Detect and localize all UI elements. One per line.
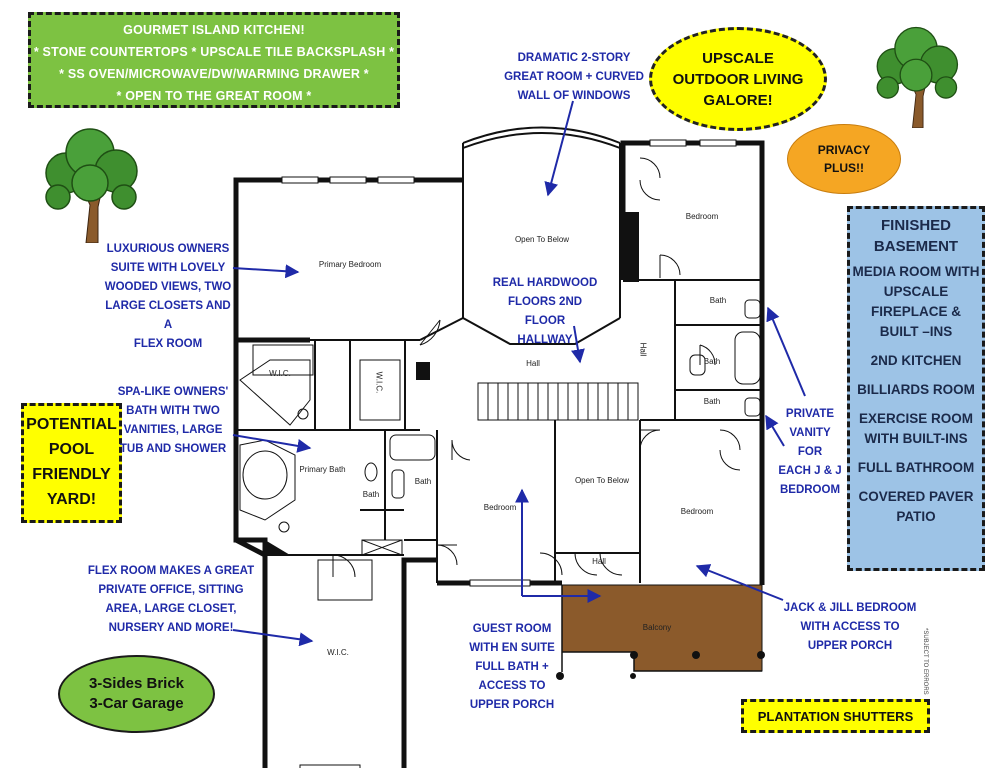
note-spa-bath: SPA-LIKE OWNERS' BATH WITH TWO VANITIES,… bbox=[110, 383, 236, 459]
plantation-shutters-box: PLANTATION SHUTTERS bbox=[741, 699, 930, 733]
note-line: BEDROOM bbox=[779, 484, 841, 496]
note-line: GREAT ROOM + CURVED bbox=[504, 71, 644, 83]
note-line: WOODED VIEWS, TWO bbox=[104, 281, 232, 293]
room-bedroom-ne: Bedroom bbox=[685, 212, 719, 221]
note-line: VANITY bbox=[789, 427, 831, 439]
note-guest-room: GUEST ROOM WITH EN SUITE FULL BATH + ACC… bbox=[462, 620, 562, 715]
room-hall-main: Hall bbox=[526, 359, 540, 368]
tree-left-icon bbox=[45, 128, 138, 243]
brick-line-1: 3-Sides Brick bbox=[88, 675, 185, 692]
basement-item-bathroom: FULL BATHROOM bbox=[857, 460, 975, 475]
note-line: DRAMATIC 2-STORY bbox=[517, 52, 631, 64]
note-private-vanity: PRIVATE VANITY FOR EACH J & J BEDROOM bbox=[770, 405, 850, 500]
room-bath-5: Bath bbox=[414, 477, 432, 486]
note-line: FLOORS 2ND FLOOR bbox=[507, 296, 583, 327]
note-flex-room: FLEX ROOM MAKES A GREAT PRIVATE OFFICE, … bbox=[86, 562, 256, 638]
kitchen-line-3: * OPEN TO THE GREAT ROOM * bbox=[116, 89, 312, 103]
basement-title-1: FINISHED bbox=[880, 217, 951, 234]
basement-title: FINISHED BASEMENT bbox=[850, 215, 982, 257]
privacy-oval: PRIVACY PLUS!! bbox=[787, 124, 901, 194]
room-wic-1: W.I.C. bbox=[269, 369, 291, 378]
basement-title-2: BASEMENT bbox=[873, 238, 959, 255]
brick-garage-oval: 3-Sides Brick 3-Car Garage bbox=[58, 655, 215, 733]
note-line: UPPER PORCH bbox=[469, 699, 555, 711]
privacy-line-2: PLUS!! bbox=[823, 161, 864, 175]
note-line: SUITE WITH LOVELY bbox=[110, 262, 226, 274]
basement-item-exercise: EXERCISE ROOM WITH BUILT-INS bbox=[858, 411, 974, 446]
note-line: FLEX ROOM bbox=[133, 338, 203, 350]
note-line: SPA-LIKE OWNERS' bbox=[117, 386, 229, 398]
note-line: FULL BATH + bbox=[475, 661, 549, 673]
note-line: AREA, LARGE CLOSET, bbox=[105, 603, 237, 615]
note-line: WALL OF WINDOWS bbox=[517, 90, 631, 102]
note-line: UPPER PORCH bbox=[807, 640, 893, 652]
note-jack-jill: JACK & JILL BEDROOM WITH ACCESS TO UPPER… bbox=[778, 599, 922, 656]
note-line: NURSERY AND MORE! bbox=[108, 622, 234, 634]
room-bath-3: Bath bbox=[703, 397, 721, 406]
note-line: REAL HARDWOOD bbox=[492, 277, 598, 289]
note-line: LARGE CLOSETS AND A bbox=[105, 300, 231, 331]
room-bath-4: Bath bbox=[362, 490, 380, 499]
note-line: BATH WITH TWO bbox=[126, 405, 220, 417]
note-hardwood: REAL HARDWOOD FLOORS 2ND FLOOR HALLWAY bbox=[490, 274, 600, 350]
room-hall-bottom: Hall bbox=[592, 557, 606, 566]
room-open-to-below-1: Open To Below bbox=[514, 235, 570, 244]
note-great-room: DRAMATIC 2-STORY GREAT ROOM + CURVED WAL… bbox=[496, 49, 652, 106]
room-primary-bedroom: Primary Bedroom bbox=[318, 260, 382, 269]
basement-item-patio: COVERED PAVER PATIO bbox=[858, 489, 974, 524]
note-line: EACH J & J bbox=[778, 465, 842, 477]
pool-line-4: YARD! bbox=[46, 491, 97, 508]
tree-right-icon bbox=[876, 26, 959, 128]
pool-box: POTENTIAL POOL FRIENDLY YARD! bbox=[21, 403, 122, 523]
basement-item-media: MEDIA ROOM WITH UPSCALE FIREPLACE & BUIL… bbox=[852, 264, 980, 339]
note-line: LUXURIOUS OWNERS bbox=[106, 243, 230, 255]
note-line: JACK & JILL BEDROOM bbox=[783, 602, 917, 614]
room-bath-1: Bath bbox=[709, 296, 727, 305]
pool-line-3: FRIENDLY bbox=[32, 466, 111, 483]
privacy-line-1: PRIVACY bbox=[817, 143, 871, 157]
room-bath-2: Bath bbox=[703, 357, 721, 366]
note-line: GUEST ROOM bbox=[472, 623, 552, 635]
note-line: PRIVATE OFFICE, SITTING bbox=[98, 584, 244, 596]
upscale-line-1: UPSCALE bbox=[702, 49, 774, 67]
room-primary-bath: Primary Bath bbox=[299, 465, 346, 474]
note-line: HALLWAY bbox=[517, 334, 573, 346]
note-line: WITH EN SUITE bbox=[469, 642, 555, 654]
kitchen-line-2: * SS OVEN/MICROWAVE/DW/WARMING DRAWER * bbox=[59, 67, 369, 81]
note-line: PRIVATE bbox=[785, 408, 835, 420]
note-line: TUB AND SHOWER bbox=[119, 443, 227, 455]
room-wic-2: W.I.C. bbox=[374, 371, 384, 394]
note-line: WITH ACCESS TO bbox=[800, 621, 900, 633]
room-wic-3: W.I.C. bbox=[327, 648, 349, 657]
room-bedroom-se: Bedroom bbox=[680, 507, 714, 516]
note-owners-suite: LUXURIOUS OWNERS SUITE WITH LOVELY WOODE… bbox=[100, 240, 236, 354]
note-line: FLEX ROOM MAKES A GREAT bbox=[87, 565, 255, 577]
upscale-outdoor-oval: UPSCALE OUTDOOR LIVING GALORE! bbox=[649, 27, 827, 131]
pool-line-2: POOL bbox=[48, 441, 95, 458]
upscale-line-2: OUTDOOR LIVING bbox=[672, 70, 804, 88]
basement-item-kitchen: 2ND KITCHEN bbox=[870, 353, 962, 368]
room-balcony: Balcony bbox=[642, 623, 672, 632]
kitchen-feature-box: GOURMET ISLAND KITCHEN! * STONE COUNTERT… bbox=[28, 12, 400, 108]
basement-item-billiards: BILLIARDS ROOM bbox=[857, 382, 975, 397]
disclaimer-text: *SUBJECT TO ERRORS bbox=[922, 628, 928, 695]
pool-line-1: POTENTIAL bbox=[26, 416, 117, 433]
note-line: FOR bbox=[797, 446, 823, 458]
brick-line-2: 3-Car Garage bbox=[89, 695, 184, 712]
kitchen-line-1: * STONE COUNTERTOPS * UPSCALE TILE BACKS… bbox=[33, 45, 395, 59]
note-line: VANITIES, LARGE bbox=[123, 424, 223, 436]
finished-basement-box: FINISHED BASEMENT MEDIA ROOM WITH UPSCAL… bbox=[847, 206, 985, 571]
room-hall-side: Hall bbox=[638, 342, 648, 357]
room-open-to-below-2: Open To Below bbox=[574, 476, 630, 485]
upscale-line-3: GALORE! bbox=[703, 91, 773, 109]
note-line: ACCESS TO bbox=[478, 680, 546, 692]
room-bedroom-guest: Bedroom bbox=[483, 503, 517, 512]
kitchen-title: GOURMET ISLAND KITCHEN! bbox=[123, 23, 305, 37]
